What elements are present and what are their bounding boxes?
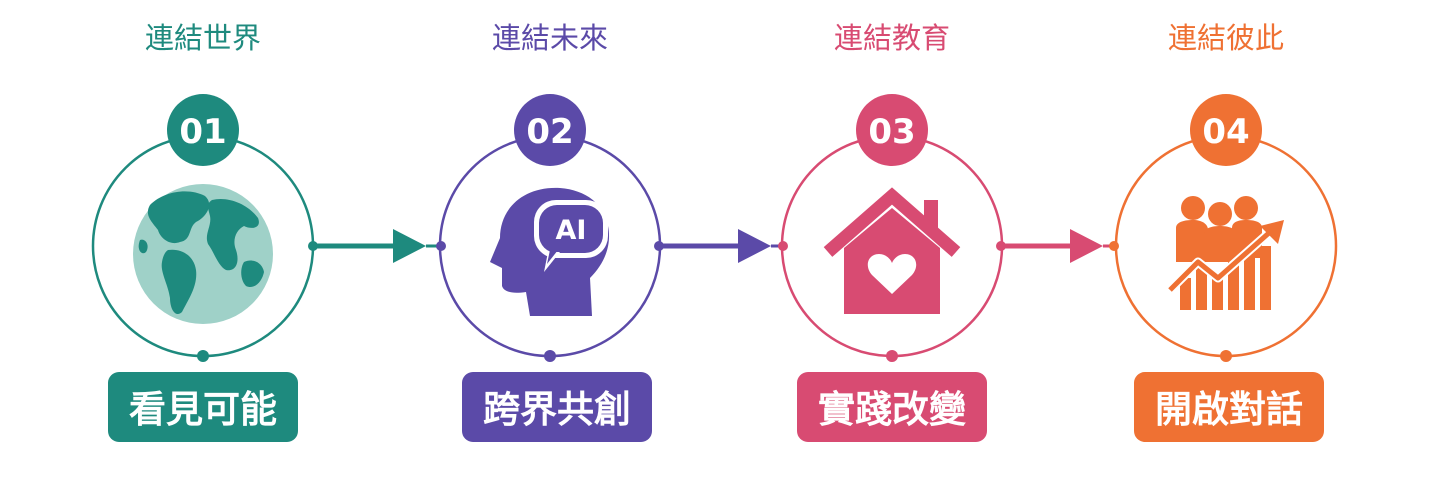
people-growth-icon: [1166, 196, 1284, 310]
ai-head-icon: AI: [490, 187, 610, 316]
step-1: 連結世界 01 看見可能: [91, 21, 315, 442]
step-1-title: 看見可能: [129, 388, 277, 431]
house-heart-icon: [823, 187, 961, 314]
step-4-title-pill: [1134, 372, 1324, 442]
step-2-bottom-dot: [544, 350, 556, 362]
step-1-number: 01: [179, 112, 226, 152]
step-3-title-pill: [797, 372, 987, 442]
connector-1-2: [308, 229, 446, 263]
step-3-bottom-dot: [886, 350, 898, 362]
step-2-number-badge: [514, 94, 586, 166]
connector-3-arrow-icon: [1070, 229, 1103, 263]
connector-2-3: [654, 229, 788, 263]
step-2: 連結未來 AI 02 跨界共創: [438, 21, 662, 442]
step-2-title: 跨界共創: [483, 388, 631, 431]
step-2-title-pill: [462, 372, 652, 442]
step-3-number-badge: [856, 94, 928, 166]
connector-2-arrow-icon: [738, 229, 771, 263]
step-2-top-label: 連結未來: [492, 21, 608, 55]
step-1-top-label: 連結世界: [145, 21, 261, 55]
step-3-number: 03: [868, 112, 915, 152]
step-4-number: 04: [1202, 112, 1249, 152]
step-3-top-label: 連結教育: [834, 21, 950, 55]
step-4-bottom-dot: [1220, 350, 1232, 362]
ai-icon-text: AI: [556, 215, 587, 246]
step-3: 連結教育 03 實踐改變: [780, 21, 1004, 442]
connector-3-4: [996, 229, 1119, 263]
step-4: 連結彼此 04 開啟對話: [1114, 21, 1338, 442]
connector-1-arrow-icon: [393, 229, 426, 263]
step-1-title-pill: [108, 372, 298, 442]
step-2-number: 02: [526, 112, 573, 152]
step-1-number-badge: [167, 94, 239, 166]
step-4-title: 開啟對話: [1155, 388, 1303, 431]
step-4-top-label: 連結彼此: [1168, 21, 1284, 55]
step-1-bottom-dot: [197, 350, 209, 362]
step-3-title: 實踐改變: [818, 388, 966, 431]
globe-icon: [133, 184, 273, 324]
step-4-number-badge: [1190, 94, 1262, 166]
